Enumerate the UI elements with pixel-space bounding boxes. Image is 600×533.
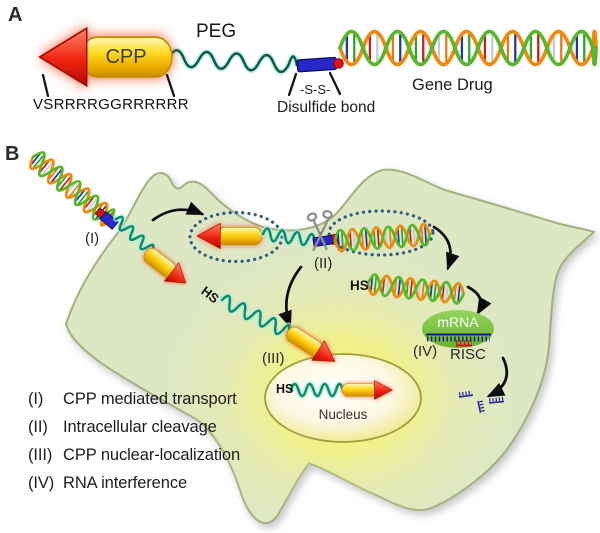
bracket-ticks	[41, 71, 342, 98]
step1-label: (I)	[85, 230, 100, 247]
entry-dna-helix	[29, 151, 116, 227]
legend-item-4: (IV) RNA interference	[28, 474, 240, 502]
legend-item-1: (I) CPP mediated transport	[28, 390, 240, 418]
disulfide-bar	[296, 56, 338, 73]
legend-text-3: CPP nuclear-localization	[63, 446, 241, 464]
gene-drug-dna-helix	[338, 29, 598, 67]
legend-item-3: (III) CPP nuclear-localization	[28, 446, 240, 474]
mrna-label: mRNA	[437, 314, 479, 330]
disulfide-bond-label: Disulfide bond	[277, 99, 376, 116]
risc-label: RISC	[450, 346, 486, 363]
free-sirna-helix	[366, 273, 465, 305]
legend-numeral-4: (IV)	[28, 474, 55, 492]
legend-numeral-3: (III)	[28, 446, 53, 464]
scissors-icon	[306, 209, 333, 252]
entry-disulfide-linker	[94, 207, 119, 230]
step3-label: (III)	[262, 350, 285, 367]
legend: (I) CPP mediated transport (II) Intracel…	[28, 390, 240, 502]
legend-text-1: CPP mediated transport	[63, 390, 237, 408]
step2-label: (II)	[314, 255, 333, 272]
entry-peg-wave	[113, 213, 157, 255]
linker-red-dot	[333, 58, 344, 69]
peg-label: PEG	[196, 21, 237, 42]
panel-b-letter: B	[5, 143, 20, 165]
panel-a-letter: A	[8, 4, 23, 26]
endosome-dna-helix	[333, 222, 432, 253]
nucleus-peg-wave	[288, 381, 346, 399]
nucleus-label: Nucleus	[318, 407, 368, 422]
endosome-vesicle-right	[327, 209, 435, 257]
arrow-degradation	[486, 356, 509, 398]
legend-numeral-1: (I)	[28, 390, 44, 408]
mrna-fragments	[458, 390, 505, 413]
endosome-vesicle-left	[188, 210, 284, 264]
arrow-uptake	[151, 201, 205, 222]
arrow-to-risc	[466, 285, 492, 316]
risc-complex	[422, 310, 494, 348]
hs-label-nucleus: HS	[276, 382, 294, 396]
legend-numeral-2: (II)	[28, 418, 48, 436]
process-arrows	[151, 201, 509, 398]
cpp-label: CPP	[105, 46, 147, 68]
ss-bond-label: -S-S-	[300, 82, 331, 97]
hs-label-sirna: HS	[350, 278, 369, 293]
step3-peg-wave	[219, 292, 293, 337]
endosome-peg-wave	[260, 225, 318, 248]
step4-label: (IV)	[413, 343, 438, 360]
legend-text-4: RNA interference	[63, 474, 188, 492]
peptide-sequence: VSRRRRGGRRRRRR	[33, 96, 189, 113]
peg-linker-wave	[166, 47, 300, 75]
nucleus	[264, 353, 422, 443]
legend-text-2: Intracellular cleavage	[63, 418, 217, 436]
legend-item-2: (II) Intracellular cleavage	[28, 418, 240, 446]
arrow-release	[432, 225, 460, 271]
gene-drug-label: Gene Drug	[412, 76, 493, 94]
arrow-to-nucleus	[278, 265, 303, 329]
